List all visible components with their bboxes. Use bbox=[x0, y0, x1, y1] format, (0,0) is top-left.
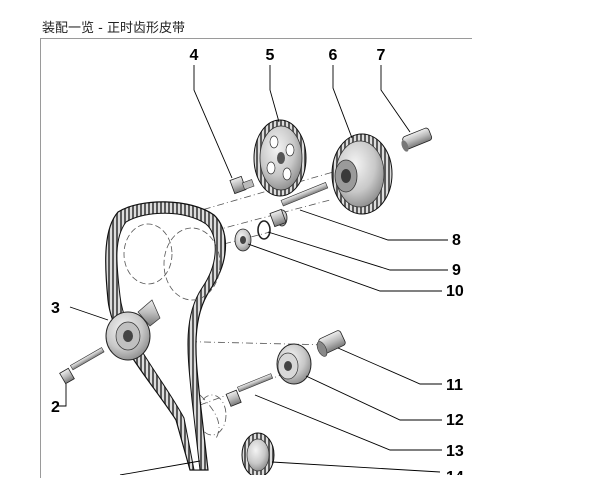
part-3-tensioner-roller bbox=[105, 299, 161, 361]
part-4-bolt bbox=[229, 175, 255, 195]
part-14-crankshaft-sprocket bbox=[241, 432, 275, 475]
page-title: 装配一览 - 正时齿形皮带 bbox=[42, 21, 185, 36]
callout-8: 8 bbox=[452, 232, 461, 249]
callout-6: 6 bbox=[329, 47, 338, 64]
callout-2: 2 bbox=[51, 399, 60, 416]
part-12-idler-roller bbox=[276, 343, 312, 385]
callout-7: 7 bbox=[377, 47, 386, 64]
callout-10: 10 bbox=[446, 283, 464, 300]
callout-13: 13 bbox=[446, 443, 464, 460]
callout-5: 5 bbox=[266, 47, 275, 64]
callout-14: 14 bbox=[446, 469, 464, 475]
callout-4: 4 bbox=[190, 47, 199, 64]
timing-belt bbox=[105, 201, 227, 471]
part-10-roller bbox=[234, 228, 252, 252]
part-2-bolt bbox=[59, 347, 105, 385]
callout-numbers: 4 5 6 7 8 9 10 3 2 11 12 13 14 bbox=[51, 47, 464, 475]
part-7-sleeve bbox=[401, 127, 433, 152]
part-5-camshaft-sprocket bbox=[253, 119, 307, 197]
callout-3: 3 bbox=[51, 300, 60, 317]
callout-12: 12 bbox=[446, 412, 464, 429]
part-11-sleeve bbox=[316, 330, 346, 357]
part-13-bolt bbox=[225, 373, 274, 407]
callout-11: 11 bbox=[446, 377, 463, 394]
callout-9: 9 bbox=[452, 262, 461, 279]
diagram-frame bbox=[40, 38, 472, 478]
part-6-camshaft-adjuster bbox=[331, 133, 393, 215]
part-8-bolt bbox=[269, 182, 329, 228]
part-9-sealing-ring bbox=[257, 220, 271, 240]
leader-lines bbox=[56, 65, 448, 475]
